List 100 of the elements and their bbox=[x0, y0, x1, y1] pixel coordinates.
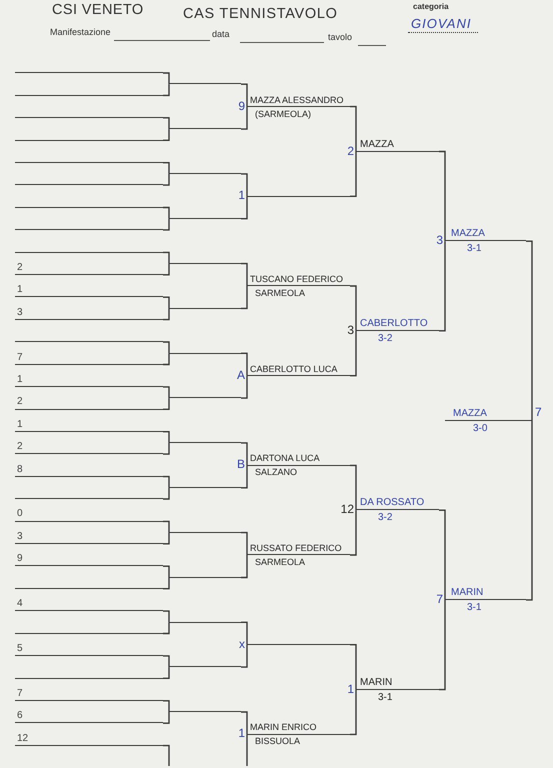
bracket-connector bbox=[439, 150, 446, 242]
seat-number: 12 bbox=[17, 732, 28, 745]
bracket-connector bbox=[163, 174, 170, 186]
match-score: 3-0 bbox=[473, 422, 488, 434]
bracket-connector bbox=[241, 286, 248, 310]
bracket-connector bbox=[241, 465, 248, 488]
bracket-slot bbox=[15, 162, 163, 164]
bracket-connector bbox=[163, 610, 170, 622]
player-name: DA ROSSATO bbox=[360, 496, 424, 510]
player-name: MARIN ENRICO bbox=[250, 721, 317, 734]
table-number: 3 bbox=[436, 233, 443, 248]
seat-number: 2 bbox=[17, 260, 23, 274]
bracket-slot bbox=[15, 116, 163, 119]
bracket-slot bbox=[15, 139, 163, 142]
bracket-slot bbox=[169, 397, 241, 400]
seat-number: 4 bbox=[17, 597, 23, 610]
player-name: RUSSATO FEDERICO bbox=[250, 542, 342, 554]
bracket-connector bbox=[163, 353, 170, 366]
bracket-connector bbox=[241, 84, 248, 107]
bracket-connector bbox=[241, 376, 248, 399]
bracket-connector bbox=[241, 442, 248, 466]
bracket-connector bbox=[163, 712, 170, 724]
club-name: (SARMEOLA) bbox=[255, 108, 312, 120]
player-name: MAZZA bbox=[360, 138, 394, 150]
player-name: MARIN bbox=[360, 676, 392, 689]
seat-number: 0 bbox=[17, 507, 23, 520]
bracket-connector bbox=[350, 644, 357, 690]
match-score: 3-2 bbox=[378, 332, 392, 345]
bracket-connector bbox=[350, 464, 357, 510]
bracket-connector bbox=[350, 285, 357, 331]
bracket-connector bbox=[163, 622, 170, 634]
player-name: DARTONA LUCA bbox=[250, 452, 320, 464]
bracket-slot bbox=[169, 128, 241, 130]
bracket-slot bbox=[169, 262, 241, 265]
bracket-connector bbox=[163, 667, 170, 679]
table-number: 3 bbox=[347, 322, 354, 337]
seat-number: 7 bbox=[17, 350, 23, 364]
bracket-connector bbox=[241, 532, 248, 555]
table-number: 12 bbox=[340, 502, 354, 516]
bracket-slot bbox=[169, 486, 241, 489]
bracket-slot bbox=[169, 172, 241, 175]
seat-number: 6 bbox=[17, 709, 23, 722]
field-label: categoria bbox=[413, 2, 449, 12]
bracket-connector bbox=[350, 690, 357, 736]
table-number: x bbox=[239, 636, 245, 651]
bracket-connector bbox=[163, 162, 170, 174]
bracket-connector bbox=[163, 386, 170, 398]
match-score: 3-1 bbox=[378, 690, 392, 704]
bracket-connector bbox=[163, 218, 170, 231]
table-number: 7 bbox=[535, 404, 542, 418]
club-name: SARMEOLA bbox=[255, 556, 306, 568]
bracket-connector bbox=[350, 106, 357, 152]
seat-number: 2 bbox=[17, 440, 23, 454]
bracket-connector bbox=[163, 655, 170, 668]
club-name: SARMEOLA bbox=[255, 287, 306, 299]
bracket-connector bbox=[163, 206, 170, 219]
bracket-slot bbox=[15, 184, 163, 186]
bracket-connector bbox=[350, 330, 357, 376]
bracket-connector bbox=[163, 744, 170, 766]
match-score: 3-1 bbox=[467, 242, 482, 256]
field-label: Manifestazione bbox=[50, 27, 111, 38]
player-name: CABERLOTTO LUCA bbox=[250, 362, 338, 375]
field-label: data bbox=[212, 29, 230, 40]
seat-number: 1 bbox=[17, 283, 23, 296]
bracket-connector bbox=[241, 196, 248, 220]
bracket-slot bbox=[15, 94, 163, 96]
bracket-connector bbox=[526, 420, 533, 601]
bracket-connector bbox=[246, 734, 248, 766]
player-name: MAZZA bbox=[453, 406, 487, 420]
seat-number: 8 bbox=[17, 462, 23, 476]
bracket-connector bbox=[241, 352, 248, 376]
bracket-connector bbox=[241, 711, 248, 734]
bracket-slot bbox=[169, 352, 241, 354]
seat-number: 5 bbox=[17, 642, 23, 655]
bracket-slot bbox=[169, 307, 241, 310]
bracket-connector bbox=[163, 296, 170, 308]
bracket-connector bbox=[163, 72, 170, 84]
bracket-slot bbox=[247, 195, 350, 198]
bracket-connector bbox=[241, 173, 248, 196]
match-score: 3-2 bbox=[378, 511, 392, 524]
table-number: 2 bbox=[347, 144, 354, 158]
table-number: B bbox=[236, 457, 245, 472]
bracket-connector bbox=[163, 532, 170, 544]
bracket-slot bbox=[169, 218, 241, 220]
player-name: MARIN bbox=[451, 586, 484, 599]
player-name: CABERLOTTO bbox=[360, 316, 428, 330]
bracket-slot bbox=[15, 251, 163, 254]
bracket-connector bbox=[163, 488, 170, 500]
bracket-connector bbox=[163, 398, 170, 410]
seat-number: 9 bbox=[17, 552, 23, 566]
seat-number: 3 bbox=[17, 306, 23, 319]
org-name: CSI VENETO bbox=[52, 1, 144, 19]
player-name: MAZZA bbox=[451, 227, 485, 240]
bracket-connector bbox=[163, 520, 170, 533]
bracket-connector bbox=[350, 510, 357, 556]
bracket-slot bbox=[15, 677, 163, 680]
table-number: 1 bbox=[238, 726, 245, 740]
bracket-slot bbox=[169, 532, 241, 534]
bracket-connector bbox=[163, 308, 170, 320]
bracket-connector bbox=[439, 241, 446, 332]
